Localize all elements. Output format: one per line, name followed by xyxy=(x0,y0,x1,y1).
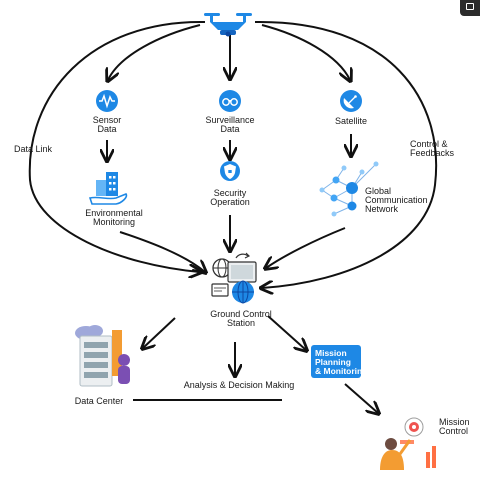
data-link-label: Data Link xyxy=(14,144,53,154)
arrow-global-to-ground xyxy=(266,227,346,268)
arrow-drone-to-satellite xyxy=(261,24,350,80)
building-hand-icon xyxy=(88,172,128,205)
surveillance-label-line2: Data xyxy=(220,124,239,134)
mission-planning-line3: & Monitoring xyxy=(315,366,367,376)
arrow-mission-planning-to-control xyxy=(344,383,378,413)
global-network-node: Global Communication Network xyxy=(319,161,428,217)
ground-station-icon xyxy=(211,252,257,304)
control-feedback-loop xyxy=(254,20,438,288)
arrow-drone-to-sensor xyxy=(108,24,201,80)
mission-planning-box: Mission Planning & Monitoring xyxy=(311,345,367,378)
sensor-label-line1: Sensor xyxy=(93,115,122,125)
environmental-label-line2: Monitoring xyxy=(93,217,135,227)
control-feedbacks-label-line1: Control & xyxy=(410,139,448,149)
sensor-data-node: Sensor Data xyxy=(93,90,122,134)
control-feedbacks-label-line2: Feedbacks xyxy=(410,148,455,158)
surveillance-label-line1: Surveillance xyxy=(205,115,254,125)
target-person-icon xyxy=(380,417,436,470)
security-label-line1: Security xyxy=(214,188,247,198)
global-label-line3: Network xyxy=(365,204,399,214)
ground-control-station-node: Ground Control Station xyxy=(210,252,272,328)
sensor-label-line2: Data xyxy=(97,124,116,134)
server-cloud-icon xyxy=(75,325,130,387)
mission-planning-line1: Mission xyxy=(315,348,347,358)
satellite-label: Satellite xyxy=(335,116,367,126)
arrow-ground-to-mission-planning xyxy=(267,315,306,350)
mission-planning-line2: Planning xyxy=(315,357,351,367)
window-corner-icon xyxy=(460,0,480,16)
global-label-line2: Communication xyxy=(365,195,428,205)
data-center-label: Data Center xyxy=(75,396,124,406)
environmental-label-line1: Environmental xyxy=(85,208,143,218)
analysis-label: Analysis & Decision Making xyxy=(184,380,295,390)
security-operation-node: Security Operation xyxy=(210,161,250,207)
arrow-ground-to-datacenter xyxy=(143,317,176,348)
environmental-monitoring-node: Environmental Monitoring xyxy=(85,172,143,227)
ground-label-line1: Ground Control xyxy=(210,309,272,319)
surveillance-data-node: Surveillance Data xyxy=(205,90,255,134)
arrow-environmental-to-ground xyxy=(119,231,205,272)
drone-icon xyxy=(204,13,252,37)
mission-control-line1: Mission xyxy=(439,417,470,427)
satellite-node: Satellite xyxy=(335,90,367,126)
connectors xyxy=(28,20,438,413)
data-center-node: Data Center xyxy=(75,325,130,406)
network-nodes-icon xyxy=(319,161,379,217)
mission-control-node: Mission Control xyxy=(380,417,470,470)
security-label-line2: Operation xyxy=(210,197,250,207)
sensor-wave-icon xyxy=(96,90,118,112)
data-link-loop xyxy=(28,20,206,272)
ground-label-line2: Station xyxy=(227,318,255,328)
global-label-line1: Global xyxy=(365,186,391,196)
mission-control-line2: Control xyxy=(439,426,468,436)
